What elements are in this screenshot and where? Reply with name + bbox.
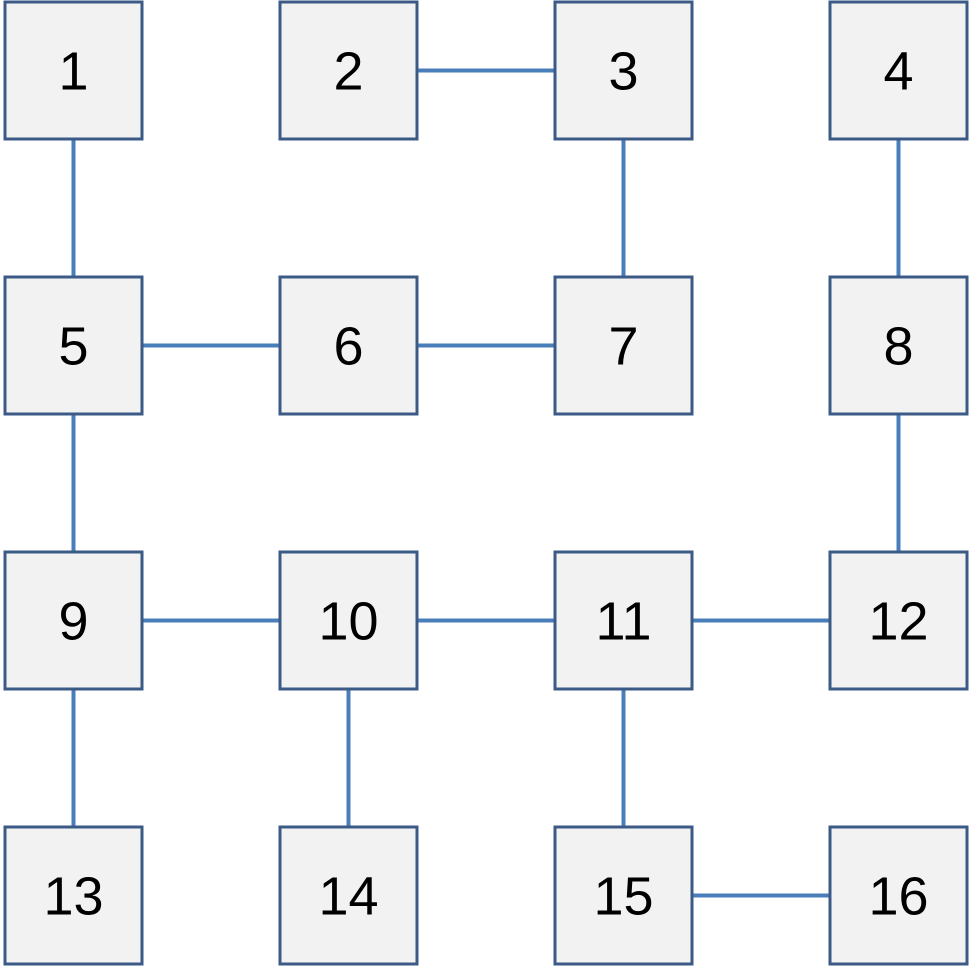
node-14: 14 bbox=[278, 825, 419, 966]
node-box-14 bbox=[278, 825, 419, 966]
node-4: 4 bbox=[828, 0, 969, 141]
node-label-6: 6 bbox=[333, 317, 363, 377]
node-box-13 bbox=[3, 825, 144, 966]
node-13: 13 bbox=[3, 825, 144, 966]
node-label-12: 12 bbox=[868, 592, 928, 652]
node-label-14: 14 bbox=[318, 867, 378, 927]
node-label-15: 15 bbox=[593, 867, 653, 927]
node-2: 2 bbox=[278, 0, 419, 141]
node-box-5 bbox=[3, 275, 144, 416]
edges-layer bbox=[71, 68, 901, 898]
node-label-7: 7 bbox=[608, 317, 638, 377]
node-box-8 bbox=[828, 275, 969, 416]
node-box-1 bbox=[3, 0, 144, 141]
node-box-3 bbox=[553, 0, 694, 141]
node-1: 1 bbox=[3, 0, 144, 141]
node-label-11: 11 bbox=[595, 592, 651, 652]
node-5: 5 bbox=[3, 275, 144, 416]
node-box-4 bbox=[828, 0, 969, 141]
node-16: 16 bbox=[828, 825, 969, 966]
node-label-1: 1 bbox=[58, 42, 88, 102]
node-7: 7 bbox=[553, 275, 694, 416]
node-box-12 bbox=[828, 550, 969, 691]
node-label-3: 3 bbox=[608, 42, 638, 102]
node-label-4: 4 bbox=[883, 42, 913, 102]
node-label-8: 8 bbox=[883, 317, 913, 377]
node-3: 3 bbox=[553, 0, 694, 141]
node-10: 10 bbox=[278, 550, 419, 691]
node-box-2 bbox=[278, 0, 419, 141]
node-11: 11 bbox=[553, 550, 694, 691]
node-box-15 bbox=[553, 825, 694, 966]
node-box-9 bbox=[3, 550, 144, 691]
node-12: 12 bbox=[828, 550, 969, 691]
node-box-10 bbox=[278, 550, 419, 691]
node-box-6 bbox=[278, 275, 419, 416]
node-label-13: 13 bbox=[43, 867, 103, 927]
node-label-16: 16 bbox=[868, 867, 928, 927]
node-box-16 bbox=[828, 825, 969, 966]
node-15: 15 bbox=[553, 825, 694, 966]
node-6: 6 bbox=[278, 275, 419, 416]
node-box-11 bbox=[553, 550, 694, 691]
node-box-7 bbox=[553, 275, 694, 416]
node-label-5: 5 bbox=[58, 317, 88, 377]
node-label-2: 2 bbox=[333, 42, 363, 102]
node-label-9: 9 bbox=[58, 592, 88, 652]
node-label-10: 10 bbox=[318, 592, 378, 652]
node-9: 9 bbox=[3, 550, 144, 691]
node-8: 8 bbox=[828, 275, 969, 416]
